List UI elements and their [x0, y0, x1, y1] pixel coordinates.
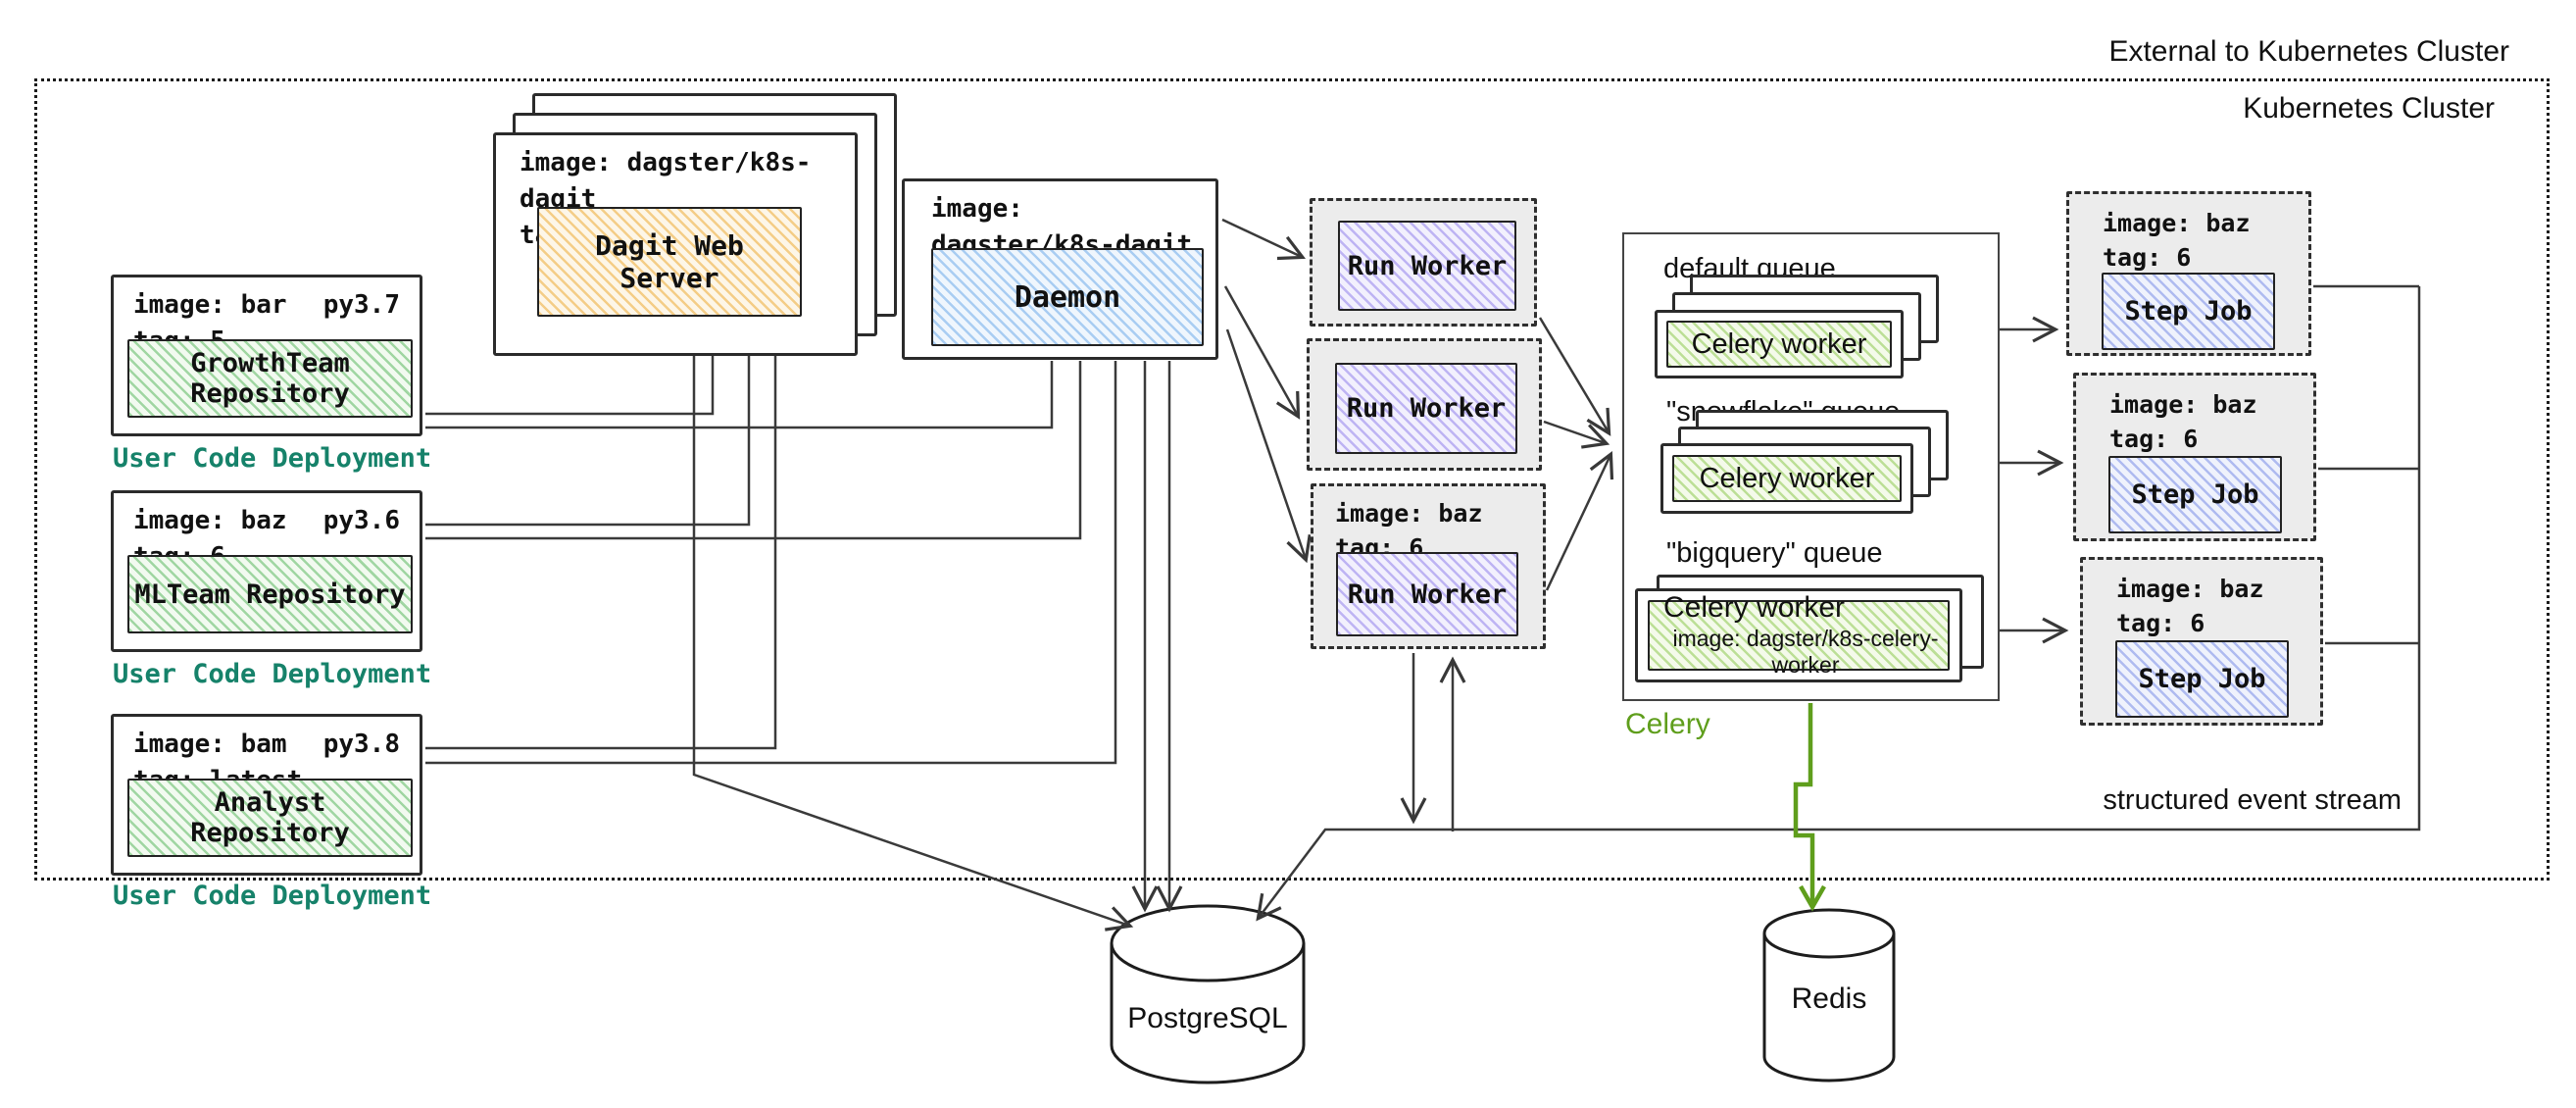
arrow-rw3-celery: [1545, 450, 1614, 591]
redis-label: Redis: [1791, 982, 1867, 1015]
repo-card-analyst: image: bam tag: latest py3.8 Analyst Rep…: [111, 714, 422, 876]
arrow-daemon-rw3: [1225, 328, 1312, 564]
repo-name-box: GrowthTeam Repository: [127, 339, 413, 418]
redis-cylinder: [1762, 908, 1896, 1083]
queue-label-bigquery: "bigquery" queue: [1666, 537, 1883, 569]
kubernetes-cluster-boundary: [34, 78, 2550, 881]
repo-caption-growthteam: User Code Deployment: [113, 443, 432, 474]
run-worker-box: Run Worker: [1335, 363, 1517, 454]
celery-worker-label: Celery worker: [1663, 591, 1846, 625]
label-event-stream: structured event stream: [2103, 784, 2402, 816]
step-job-box: Step Job: [2115, 640, 2289, 718]
arrow-daemon-rw1: [1221, 218, 1307, 261]
repo-name-box: MLTeam Repository: [127, 555, 413, 633]
wire-dagit-postgres: [692, 355, 1134, 932]
dagit-image-label: image: dagster/k8s-dagit: [520, 148, 812, 214]
wire-repo3-dagit: [425, 355, 777, 750]
dagit-card: image: dagster/k8s-dagit tag: 0.11.0 Dag…: [493, 132, 858, 356]
run-worker-box: Run Worker: [1338, 221, 1516, 311]
label-kubernetes-cluster: Kubernetes Cluster: [2243, 92, 2495, 125]
repo-card-mlteam: image: baz tag: 6 py3.6 MLTeam Repositor…: [111, 490, 422, 652]
step-job-tag-label: tag: 6: [2116, 609, 2205, 637]
daemon-title-box: Daemon: [931, 248, 1204, 346]
wire-repo2-dagit: [425, 355, 751, 527]
wire-repo2-daemon: [425, 361, 1082, 540]
arrow-celery-redis: [1793, 703, 1826, 912]
repo-card-growthteam: image: bar tag: 5 py3.7 GrowthTeam Repos…: [111, 275, 422, 436]
arrow-rw2-celery: [1543, 420, 1610, 449]
wires: [425, 218, 2421, 932]
celery-worker-card-default: Celery worker: [1655, 310, 1904, 378]
run-worker-image-label: image: baz: [1335, 499, 1483, 528]
step-job-image-label: image: baz: [2116, 575, 2264, 603]
daemon-card: image: dagster/k8s-dagit tag: 0.11.0 Dae…: [902, 178, 1218, 360]
step-job-pod-3: image: baz tag: 6 Step Job: [2080, 557, 2323, 726]
step-job-meta: image: baz tag: 6: [2103, 206, 2251, 275]
celery-worker-image-label: image: dagster/k8s-celery-worker: [1672, 625, 1939, 679]
step-job-pod-2: image: baz tag: 6 Step Job: [2073, 373, 2316, 541]
repo-name-box: Analyst Repository: [127, 779, 413, 857]
arrow-daemon-rw2: [1223, 285, 1301, 420]
repo-py-label: py3.7: [322, 290, 400, 320]
run-worker-pod-2: Run Worker: [1307, 338, 1542, 471]
wire-repo3-daemon: [425, 361, 1117, 765]
run-worker-box: Run Worker: [1336, 552, 1518, 636]
repo-caption-analyst: User Code Deployment: [113, 881, 432, 911]
arrow-rw1-celery: [1538, 317, 1611, 436]
celery-worker-box: Celery worker: [1666, 321, 1892, 368]
step-job-image-label: image: baz: [2103, 209, 2251, 237]
postgres-label: PostgreSQL: [1127, 1002, 1288, 1034]
label-external-to-cluster: External to Kubernetes Cluster: [2108, 35, 2509, 68]
step-job-meta: image: baz tag: 6: [2116, 572, 2264, 640]
wire-repo1-daemon: [425, 361, 1054, 429]
repo-py-label: py3.8: [322, 730, 400, 759]
wire-repo1-dagit: [425, 355, 715, 416]
celery-caption: Celery: [1625, 708, 1710, 740]
step-job-tag-label: tag: 6: [2109, 425, 2199, 453]
run-worker-pod-3: image: baz tag: 6 Run Worker: [1311, 483, 1546, 649]
step-job-tag-label: tag: 6: [2103, 243, 2192, 272]
dagit-title-box: Dagit Web Server: [537, 207, 802, 317]
repo-image-label: image: bar: [133, 290, 287, 320]
celery-worker-box: Celery worker: [1672, 455, 1902, 502]
celery-worker-card-bigquery: Celery worker image: dagster/k8s-celery-…: [1635, 588, 1962, 682]
celery-worker-box: Celery worker image: dagster/k8s-celery-…: [1648, 591, 1950, 678]
step-job-pod-1: image: baz tag: 6 Step Job: [2066, 191, 2311, 356]
run-worker-pod-1: Run Worker: [1310, 198, 1537, 327]
repo-image-label: image: bam: [133, 730, 287, 759]
repo-image-label: image: baz: [133, 506, 287, 535]
wire-event-stream: [1256, 286, 2421, 922]
step-job-box: Step Job: [2102, 273, 2275, 350]
repo-py-label: py3.6: [322, 506, 400, 535]
step-job-meta: image: baz tag: 6: [2109, 387, 2257, 456]
celery-worker-card-snowflake: Celery worker: [1660, 443, 1913, 514]
step-job-image-label: image: baz: [2109, 390, 2257, 419]
step-job-box: Step Job: [2108, 456, 2282, 533]
postgres-cylinder: [1110, 904, 1306, 1084]
repo-caption-mlteam: User Code Deployment: [113, 659, 432, 689]
